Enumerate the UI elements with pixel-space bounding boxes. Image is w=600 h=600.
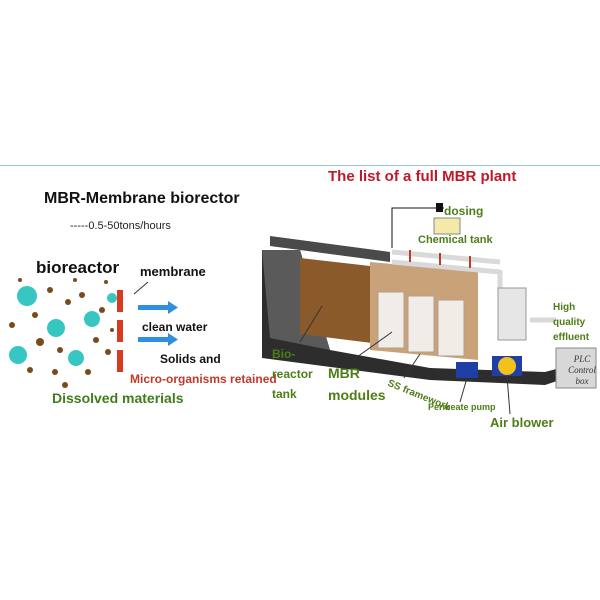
microbe <box>47 319 65 337</box>
label-pointers <box>299 305 511 415</box>
mbr-modules-label: MBR modules <box>328 365 386 403</box>
mbr-modules <box>377 291 465 357</box>
membrane-label: membrane <box>140 264 206 279</box>
microbe <box>84 311 100 327</box>
dosing-label: dosing <box>444 204 484 218</box>
dissolved-materials-label: Dissolved materials <box>52 390 184 406</box>
high-quality-effluent-label: High quality effluent <box>553 302 590 343</box>
flow-arrow <box>138 333 178 346</box>
blower-motor <box>498 357 516 375</box>
clean-water-label: clean water <box>142 320 208 334</box>
air-blower-label: Air blower <box>490 415 554 430</box>
right-diagram-title: The list of a full MBR plant <box>328 168 517 185</box>
chemical-tank <box>433 217 461 235</box>
divider-line <box>0 165 600 166</box>
air-tank <box>497 287 527 341</box>
membrane-segment <box>117 320 123 342</box>
tank-top <box>270 236 390 262</box>
solids-label: Solids and <box>160 352 221 366</box>
bio-reactor-tank-label: Bio-reactor tank <box>272 347 313 401</box>
plc-control-box-label: PLC Control box <box>568 354 596 386</box>
microbe-cluster <box>9 278 117 388</box>
dosing-pump <box>436 203 443 212</box>
flow-arrow <box>138 301 178 314</box>
micro-organisms-label: Micro-organisms retained <box>130 372 277 386</box>
dosing-line <box>391 207 444 248</box>
permeate-pump-label: Permeate pump <box>428 402 496 412</box>
pipe-joints <box>409 250 471 268</box>
microbe <box>68 350 84 366</box>
plc-control-box <box>555 347 597 389</box>
bioreactor-label: bioreactor <box>36 258 120 277</box>
mbr-plant-illustration <box>262 203 597 415</box>
membrane-segment <box>117 350 123 372</box>
permeate-pump <box>456 362 478 378</box>
capacity-range: -----0.5-50tons/hours <box>70 220 171 232</box>
membrane-pointer <box>133 281 149 295</box>
left-diagram-title: MBR-Membrane biorector <box>44 190 240 207</box>
microbe <box>9 346 27 364</box>
microbe <box>107 293 117 303</box>
microbe <box>17 286 37 306</box>
chemical-tank-label: Chemical tank <box>418 234 493 246</box>
floc-particles <box>9 278 114 388</box>
bio-reactor-tank <box>300 258 388 345</box>
membrane-segment <box>117 290 123 312</box>
